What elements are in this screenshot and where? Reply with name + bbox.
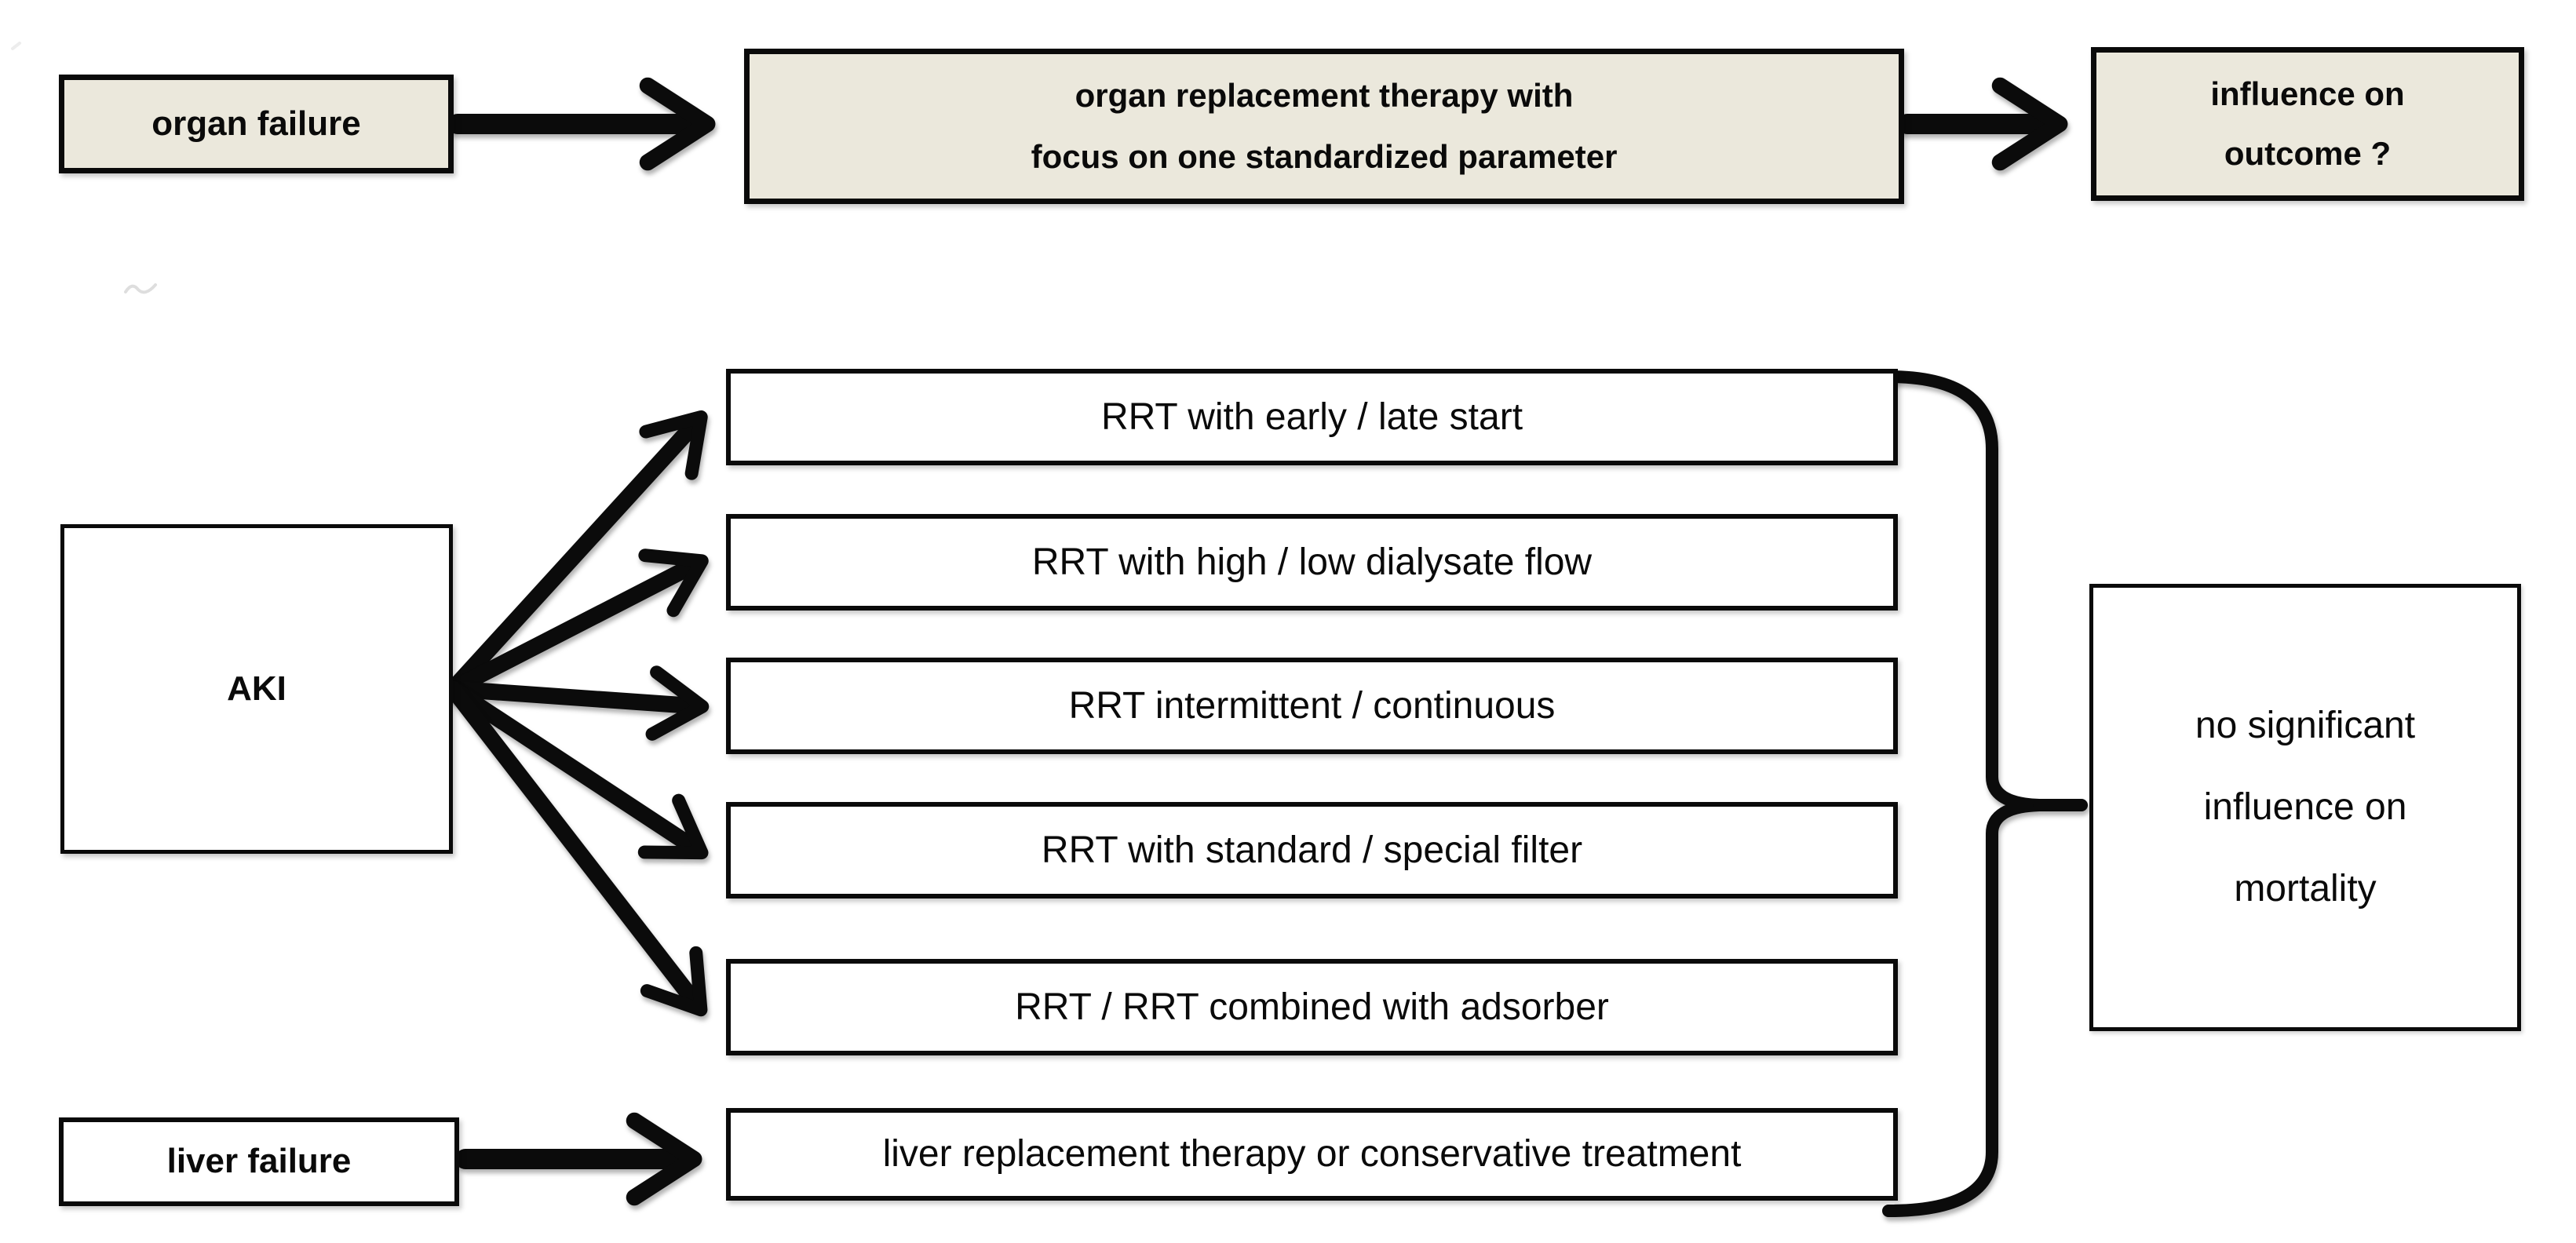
aki-box: AKI [60,524,453,854]
organ-replacement-therapy-box: organ replacement therapy with focus on … [744,49,1904,204]
rrt-filter-label: RRT with standard / special filter [1041,829,1583,871]
therapy-line-1: organ replacement therapy with [1075,77,1574,114]
liver-therapy-label: liver replacement therapy or conservativ… [882,1133,1742,1176]
rrt-intermittent-continuous-label: RRT intermittent / continuous [1068,684,1556,727]
outcome-line-1: influence on [2210,75,2405,112]
rrt-early-late-box: RRT with early / late start [726,369,1898,465]
result-line-1: no significant [2195,705,2416,746]
arrow-aki-to-rrt-adsorber [444,680,708,1017]
rrt-intermittent-continuous-box: RRT intermittent / continuous [726,658,1898,754]
liver-failure-box: liver failure [59,1117,459,1206]
arrow-aki-to-rrt-filter [444,680,709,860]
therapy-line-2: focus on one standardized parameter [1031,138,1618,175]
arrow-aki-to-rrt-intermittent-continuous [444,665,710,741]
arrow-aki-to-rrt-dialysate-flow [444,549,709,698]
rrt-dialysate-flow-label: RRT with high / low dialysate flow [1031,541,1593,583]
result-line-2: influence on [2203,786,2407,828]
organ-failure-box: organ failure [59,75,454,173]
rrt-dialysate-flow-box: RRT with high / low dialysate flow [726,514,1898,611]
organ-failure-label: organ failure [151,104,361,143]
liver-replacement-therapy-box: liver replacement therapy or conservativ… [726,1108,1898,1201]
rrt-filter-box: RRT with standard / special filter [726,802,1898,899]
rrt-adsorber-label: RRT / RRT combined with adsorber [1015,986,1609,1028]
arrow-aki-to-rrt-early-late [444,410,708,698]
outcome-line-2: outcome ? [2224,135,2392,172]
scan-artifact-mark [11,42,157,294]
rrt-early-late-label: RRT with early / late start [1100,396,1523,438]
curly-brace [1882,370,2088,1217]
liver-failure-label: liver failure [166,1142,352,1181]
influence-on-outcome-box: influence on outcome ? [2091,47,2524,201]
aki-label: AKI [227,669,286,708]
no-significant-influence-box: no significant influence on mortality [2089,584,2521,1031]
rrt-adsorber-box: RRT / RRT combined with adsorber [726,959,1898,1055]
result-line-3: mortality [2234,868,2377,909]
